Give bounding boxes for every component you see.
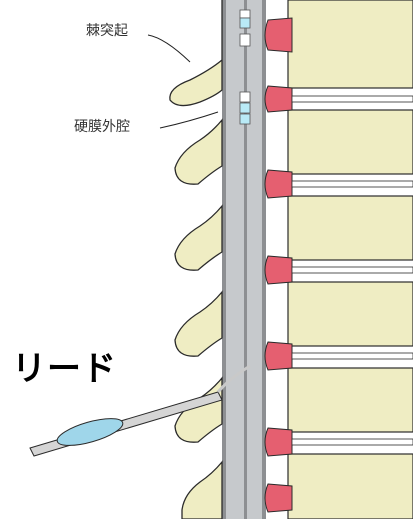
lead-label: リード	[12, 352, 117, 386]
spinal-canal	[222, 0, 266, 519]
spinous-process-label: 棘突起	[86, 24, 128, 38]
intervertebral-discs	[265, 18, 292, 512]
epidural-space-label: 硬膜外腔	[74, 120, 130, 134]
spinous-processes	[170, 0, 222, 519]
